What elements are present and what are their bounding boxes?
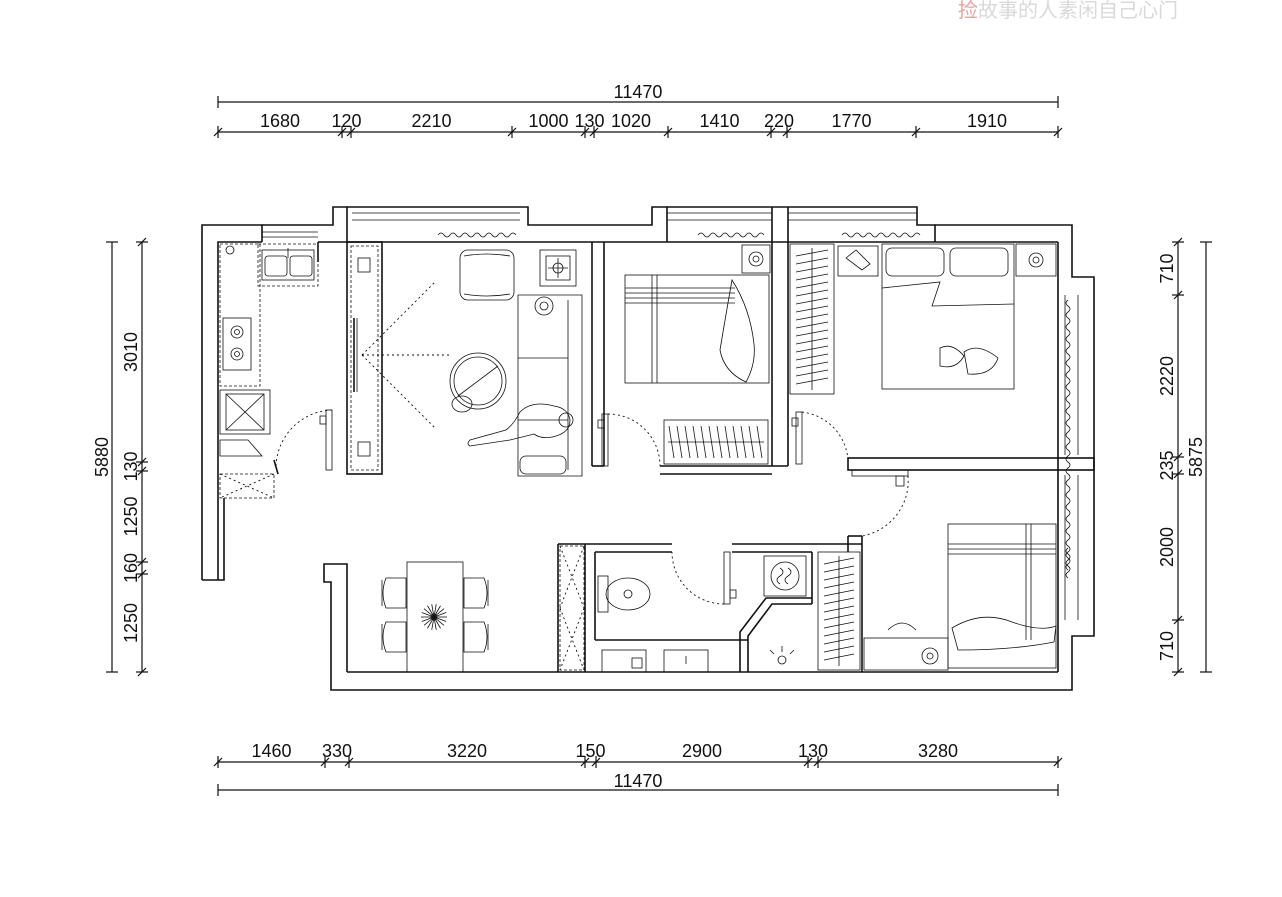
interior-walls xyxy=(317,207,1095,672)
top-segment-label-8: 220 xyxy=(764,111,794,131)
bottom-segment-label-2: 330 xyxy=(322,741,352,761)
top-segment-label-2: 120 xyxy=(331,111,361,131)
bottom-segment-label-6: 130 xyxy=(798,741,828,761)
watermark-text: 故事的人素闲自己心门 xyxy=(978,0,1178,22)
top-segment-label-6: 1020 xyxy=(611,111,651,131)
left-segment-label-1: 3010 xyxy=(121,332,141,372)
right-dimension-lines xyxy=(1172,237,1212,677)
watermark-first-char: 捡 xyxy=(958,0,978,22)
left-total-label: 5880 xyxy=(92,437,112,477)
left-segment-label-4: 160 xyxy=(121,553,141,583)
right-segment-label-5: 710 xyxy=(1157,631,1177,661)
right-segment-label-3: 235 xyxy=(1157,450,1177,480)
bottom-segment-label-7: 3280 xyxy=(918,741,958,761)
bathroom-door[interactable] xyxy=(671,551,737,605)
watermark: 捡故事的人素闲自己心门 xyxy=(958,0,1178,23)
top-segment-label-10: 1910 xyxy=(967,111,1007,131)
right-segment-label-2: 2220 xyxy=(1157,356,1177,396)
bottom-segment-label-1: 1460 xyxy=(251,741,291,761)
outer-walls xyxy=(201,206,1095,691)
top-segment-label-7: 1410 xyxy=(699,111,739,131)
master-bedroom xyxy=(789,243,1057,395)
left-segment-label-3: 1250 xyxy=(121,496,141,536)
top-segment-label-5: 130 xyxy=(574,111,604,131)
bedroom-3-door[interactable] xyxy=(851,469,909,537)
kitchen xyxy=(219,243,319,499)
right-segment-label-4: 2000 xyxy=(1157,527,1177,567)
top-dimension-lines xyxy=(213,96,1063,138)
top-total-label: 11470 xyxy=(614,82,663,102)
top-segment-label-9: 1770 xyxy=(831,111,871,131)
top-segment-label-3: 2210 xyxy=(411,111,451,131)
bottom-segment-label-5: 2900 xyxy=(682,741,722,761)
top-segment-label-4: 1000 xyxy=(528,111,568,131)
bedroom-3 xyxy=(817,523,1057,671)
master-bedroom-door[interactable] xyxy=(791,411,849,465)
living-room xyxy=(353,249,583,477)
dining-area xyxy=(381,561,489,673)
right-segment-label-1: 710 xyxy=(1157,253,1177,283)
bottom-dimension-lines xyxy=(213,756,1063,796)
bottom-segment-label-4: 150 xyxy=(575,741,605,761)
right-total-label: 5875 xyxy=(1186,437,1206,477)
bedroom-1-door[interactable] xyxy=(597,413,661,467)
bottom-segment-label-3: 3220 xyxy=(447,741,487,761)
left-segment-label-5: 1250 xyxy=(121,603,141,643)
kitchen-door[interactable] xyxy=(273,409,333,475)
bedroom-1 xyxy=(624,244,771,465)
left-dimension-lines xyxy=(106,237,148,677)
bottom-total-label: 11470 xyxy=(614,771,663,791)
left-segment-label-2: 130 xyxy=(121,451,141,481)
bathroom xyxy=(559,545,807,673)
top-segment-label-1: 1680 xyxy=(260,111,300,131)
